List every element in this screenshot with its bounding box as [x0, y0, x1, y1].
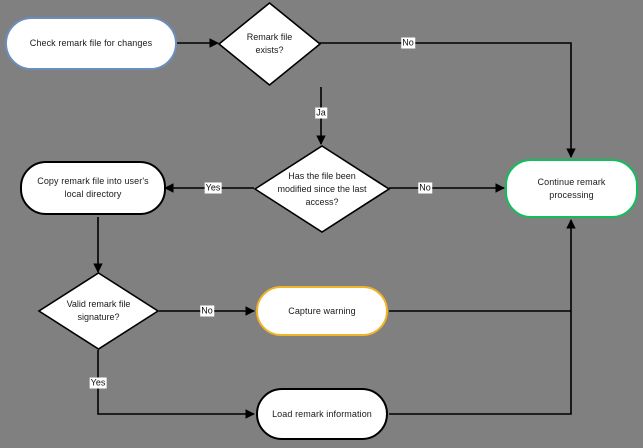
- node-continue-remark-processing-label: Continue remark processing: [537, 176, 606, 200]
- edge-label-modified-no: No: [418, 182, 432, 194]
- node-continue-remark-processing[interactable]: Continue remark processing: [505, 159, 638, 218]
- node-file-modified[interactable]: Has the file been modified since the las…: [253, 145, 391, 233]
- edge-label-exists-no: No: [401, 37, 415, 49]
- node-remark-file-exists-label: Remark file exists?: [246, 32, 293, 55]
- node-copy-remark-file[interactable]: Copy remark file into user's local direc…: [20, 161, 166, 215]
- node-capture-warning[interactable]: Capture warning: [256, 286, 388, 336]
- node-valid-signature-label: Valid remark file signature?: [66, 299, 131, 322]
- edge-label-exists-ja: Ja: [315, 107, 327, 119]
- edge-load-to-continue: [389, 219, 576, 415]
- node-copy-remark-file-label: Copy remark file into user's local direc…: [37, 176, 149, 199]
- edge-signature-yes-to-load: [97, 350, 255, 419]
- edge-label-signature-no: No: [200, 305, 214, 317]
- node-load-remark-information[interactable]: Load remark information: [256, 388, 388, 440]
- node-check-remark-file[interactable]: Check remark file for changes: [5, 17, 177, 70]
- edge-label-modified-yes: Yes: [204, 182, 222, 194]
- node-remark-file-exists[interactable]: Remark file exists?: [217, 1, 322, 87]
- node-check-remark-file-label: Check remark file for changes: [29, 38, 153, 48]
- diamond-shape-modified: [253, 145, 391, 233]
- edge-label-signature-yes: Yes: [89, 377, 107, 389]
- diamond-shape-signature: [37, 272, 160, 350]
- node-file-modified-label: Has the file been modified since the las…: [277, 170, 367, 207]
- node-valid-signature[interactable]: Valid remark file signature?: [37, 272, 160, 350]
- diamond-shape-exists: [217, 1, 322, 87]
- node-load-remark-information-label: Load remark information: [272, 408, 372, 419]
- node-capture-warning-label: Capture warning: [288, 305, 356, 316]
- edge-exists-no-to-continue: [312, 42, 576, 158]
